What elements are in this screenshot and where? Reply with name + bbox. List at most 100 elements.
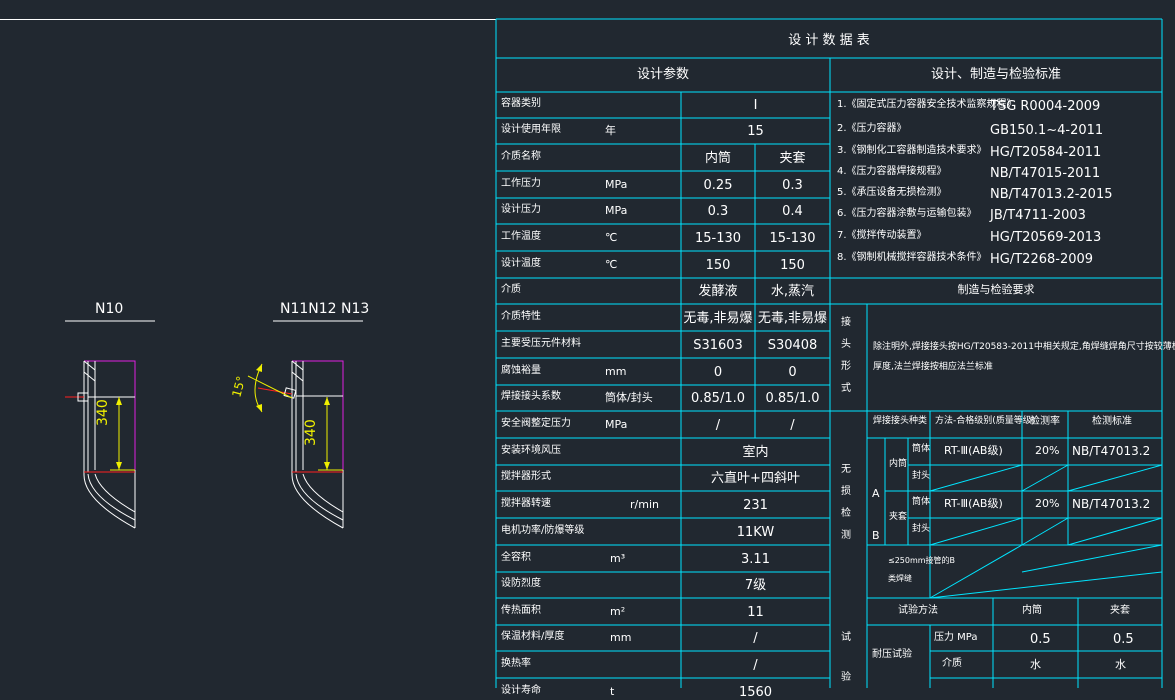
ndt-r2-std: NB/T47013.2 bbox=[1072, 497, 1151, 511]
standard-code-1: GB150.1~4-2011 bbox=[990, 123, 1104, 138]
ndt-side-char-2: 检 bbox=[841, 508, 851, 519]
mfg-header: 制造与检验要求 bbox=[957, 283, 1035, 296]
dimension-label-right: 340 bbox=[303, 419, 319, 446]
param-unit-19: m² bbox=[610, 604, 626, 618]
param-name-4: 设计压力 bbox=[501, 204, 541, 215]
test-p-inner: 0.5 bbox=[1030, 632, 1051, 647]
param-outer-3: 0.3 bbox=[782, 177, 803, 193]
param-unit-12: MPa bbox=[605, 417, 628, 431]
param-name-20: 保温材料/厚度 bbox=[501, 631, 565, 642]
param-outer-9: S30408 bbox=[767, 337, 818, 353]
ndt-h-category: 焊接接头种类 bbox=[873, 416, 928, 426]
param-unit-22: t bbox=[610, 684, 615, 698]
table-title: 设 计 数 据 表 bbox=[788, 33, 870, 48]
detail-label-n11: N11N12 N13 bbox=[280, 301, 370, 317]
param-value-17: 3.11 bbox=[741, 551, 770, 567]
ndt-r1-ratio: 20% bbox=[1035, 444, 1060, 457]
standard-name-2: 3.《钢制化工容器制造技术要求》 bbox=[837, 145, 987, 156]
param-name-15: 搅拌器转速 bbox=[501, 497, 551, 509]
param-unit-17: m³ bbox=[610, 551, 626, 565]
grid-line bbox=[929, 464, 1023, 492]
test-h-inner: 内筒 bbox=[1022, 605, 1042, 616]
param-name-3: 工作压力 bbox=[501, 177, 541, 189]
param-inner-6: 150 bbox=[705, 257, 731, 273]
joint-label-char-0: 接 bbox=[841, 317, 851, 328]
ndt-r2-ratio: 20% bbox=[1035, 497, 1060, 510]
param-name-1: 设计使用年限 bbox=[501, 124, 561, 135]
standard-name-6: 7.《搅拌传动装置》 bbox=[837, 230, 927, 241]
param-inner-3: 0.25 bbox=[703, 177, 733, 193]
standard-name-4: 5.《承压设备无损检测》 bbox=[837, 187, 947, 198]
test-m-inner: 水 bbox=[1030, 658, 1041, 671]
param-inner-10: 0 bbox=[713, 364, 723, 380]
standard-name-0: 1.《固定式压力容器安全技术监察规程》 bbox=[837, 99, 1017, 110]
param-unit-5: ℃ bbox=[605, 230, 618, 244]
param-unit-11: 筒体/封头 bbox=[605, 391, 653, 404]
param-name-7: 介质 bbox=[501, 284, 521, 295]
param-outer-6: 150 bbox=[780, 257, 805, 273]
standard-name-5: 6.《压力容器涂敷与运输包装》 bbox=[837, 208, 977, 219]
param-name-22: 设计寿命 bbox=[501, 684, 541, 696]
param-name-0: 容器类别 bbox=[501, 98, 541, 109]
detail-n10 bbox=[65, 320, 155, 529]
grid-line bbox=[929, 571, 1163, 599]
param-outer-11: 0.85/1.0 bbox=[765, 391, 820, 406]
param-name-10: 腐蚀裕量 bbox=[501, 364, 541, 376]
ndt-h-ratio: 检测率 bbox=[1030, 416, 1060, 427]
grid-line bbox=[1021, 544, 1163, 573]
standard-name-7: 8.《钢制机械搅拌容器技术条件》 bbox=[837, 252, 987, 263]
ndt-r1-std: NB/T47013.2 bbox=[1072, 444, 1151, 458]
param-name-2: 介质名称 bbox=[501, 150, 541, 162]
joint-text-line-1: 除注明外,焊接接头按HG/T20583-2011中相关规定,角焊缝焊角尺寸按较薄… bbox=[873, 342, 1175, 352]
standard-name-3: 4.《压力容器焊接规程》 bbox=[837, 166, 947, 177]
dimension-label-left: 340 bbox=[95, 399, 111, 426]
param-name-17: 全容积 bbox=[501, 551, 531, 563]
param-outer-2: 夹套 bbox=[779, 150, 806, 166]
param-inner-4: 0.3 bbox=[707, 204, 729, 219]
param-name-16: 电机功率/防爆等级 bbox=[501, 524, 585, 536]
param-value-0: I bbox=[753, 98, 758, 113]
test-h-method: 试验方法 bbox=[898, 605, 938, 616]
param-unit-1: 年 bbox=[605, 124, 616, 137]
standard-code-0: TSG R0004-2009 bbox=[990, 99, 1101, 114]
angle-label: 15° bbox=[229, 375, 248, 399]
param-inner-8: 无毒,非易爆 bbox=[683, 310, 753, 326]
param-outer-8: 无毒,非易爆 bbox=[757, 310, 828, 326]
param-name-6: 设计温度 bbox=[501, 257, 541, 269]
ndt-jacket-label: 夹套 bbox=[889, 512, 908, 522]
param-value-14: 六直叶+四斜叶 bbox=[711, 471, 800, 486]
test-p-outer: 0.5 bbox=[1113, 632, 1134, 647]
param-name-19: 传热面积 bbox=[501, 604, 541, 616]
test-pressure-label: 压力 MPa bbox=[934, 632, 978, 643]
ndt-h-std: 检测标准 bbox=[1092, 416, 1132, 427]
param-inner-7: 发酵液 bbox=[698, 284, 738, 299]
param-value-18: 7级 bbox=[744, 578, 767, 593]
standard-code-5: JB/T4711-2003 bbox=[990, 208, 1086, 223]
param-name-14: 搅拌器形式 bbox=[501, 471, 551, 482]
test-side-char-0: 试 bbox=[841, 632, 851, 643]
param-value-22: 1560 bbox=[738, 684, 773, 700]
grid-line bbox=[929, 517, 1023, 546]
param-value-16: 11KW bbox=[736, 524, 775, 540]
detail-n11-n12-n13: 15° bbox=[229, 320, 363, 529]
param-inner-9: S31603 bbox=[693, 337, 743, 353]
param-unit-15: r/min bbox=[630, 497, 659, 511]
standard-code-2: HG/T20584-2011 bbox=[990, 145, 1102, 160]
joint-label-char-3: 式 bbox=[841, 383, 851, 394]
param-inner-11: 0.85/1.0 bbox=[691, 391, 745, 406]
test-hydro-label: 耐压试验 bbox=[872, 649, 912, 660]
ndt-group-b: B bbox=[872, 529, 880, 542]
ndt-inner-label: 内筒 bbox=[889, 459, 908, 469]
param-name-18: 设防烈度 bbox=[501, 578, 541, 589]
param-value-19: 11 bbox=[747, 604, 764, 620]
ndt-shell-1: 筒体 bbox=[912, 444, 931, 454]
param-unit-20: mm bbox=[610, 631, 632, 644]
param-value-1: 15 bbox=[747, 124, 764, 139]
param-outer-5: 15-130 bbox=[769, 230, 816, 246]
param-outer-10: 0 bbox=[788, 364, 797, 380]
param-outer-7: 水,蒸汽 bbox=[770, 284, 815, 299]
ndt-side-char-3: 测 bbox=[841, 530, 851, 541]
param-value-13: 室内 bbox=[742, 444, 769, 460]
param-outer-12: / bbox=[790, 417, 795, 433]
